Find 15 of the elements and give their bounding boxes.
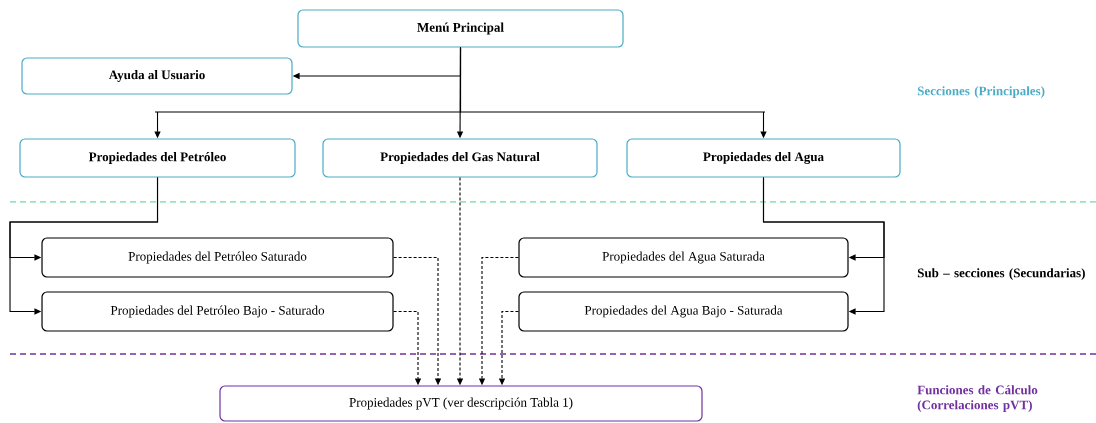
menu-box: Propiedades del Petróleo bbox=[19, 138, 296, 178]
menu-box: Propiedades del Agua Saturada bbox=[518, 237, 849, 278]
menu-box: Propiedades del Agua bbox=[626, 138, 901, 178]
menu-box: Propiedades del Petróleo Saturado bbox=[41, 237, 394, 278]
menu-box: Propiedades del Gas Natural bbox=[322, 138, 598, 178]
arrow bbox=[762, 177, 885, 315]
menu-box: Propiedades pVT (ver descripción Tabla 1) bbox=[219, 385, 703, 422]
menu-box: Propiedades del Agua Bajo - Saturada bbox=[518, 291, 849, 332]
menu-box: Ayuda al Usuario bbox=[21, 57, 293, 95]
menu-box: Menú Principal bbox=[297, 9, 624, 48]
section-label: Secciones (Principales) bbox=[917, 86, 1045, 98]
section-label: Funciones de Cálculo (Correlaciones pVT) bbox=[917, 385, 1038, 412]
menu-box: Propiedades del Petróleo Bajo - Saturado bbox=[41, 291, 394, 332]
section-label: Sub – secciones (Secundarias) bbox=[917, 268, 1085, 280]
arrow bbox=[9, 177, 159, 315]
